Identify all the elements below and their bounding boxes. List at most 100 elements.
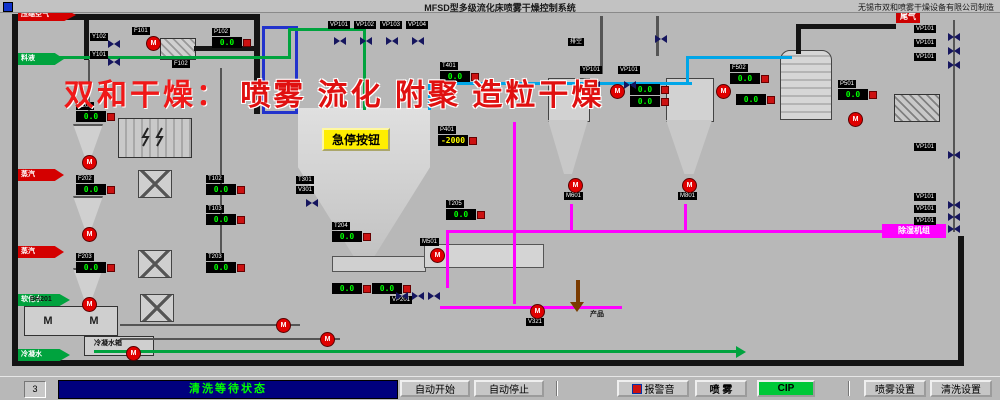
pipe xyxy=(796,28,801,54)
pump-icon[interactable]: M xyxy=(430,248,445,263)
separator xyxy=(556,381,558,396)
valve-icon[interactable] xyxy=(412,32,424,45)
tag-label: V321 xyxy=(526,318,545,326)
emergency-stop-button[interactable]: 急停按钮 xyxy=(322,128,391,151)
product-arrow xyxy=(570,302,584,312)
pump-icon[interactable]: M xyxy=(82,155,97,170)
drain-arrow xyxy=(736,346,746,358)
dehumidifier-unit: 除湿机组 xyxy=(882,224,946,238)
tag-label: VP101 xyxy=(914,25,937,33)
valve-icon[interactable] xyxy=(334,32,346,45)
spray-settings-button[interactable]: 喷雾设置 xyxy=(864,380,926,397)
tag-label: 尾气 xyxy=(896,10,920,23)
tag-label: V301 xyxy=(296,186,315,194)
valve-icon[interactable] xyxy=(624,76,636,89)
valve-icon[interactable] xyxy=(108,53,120,66)
pump-icon[interactable]: M xyxy=(276,318,291,333)
pump-icon[interactable]: M xyxy=(568,178,583,193)
heat-exchanger-3 xyxy=(140,294,174,322)
pipe xyxy=(686,56,689,84)
pipe xyxy=(446,230,946,233)
pump-icon[interactable]: M xyxy=(610,84,625,99)
valve-icon[interactable] xyxy=(360,32,372,45)
valve-icon[interactable] xyxy=(948,220,960,233)
feed-hopper-1 xyxy=(73,124,103,156)
tag-label: 排空 xyxy=(568,38,585,46)
alarm-mute-button[interactable]: 报警音 xyxy=(617,380,689,397)
pipe xyxy=(262,26,298,29)
valve-icon[interactable] xyxy=(412,287,424,300)
pipe xyxy=(16,14,260,20)
tag-label: VP101 xyxy=(914,217,937,225)
valve-icon[interactable] xyxy=(948,56,960,69)
auto-start-button[interactable]: 自动开始 xyxy=(400,380,470,397)
pump-icon[interactable]: M xyxy=(320,332,335,347)
auto-stop-button[interactable]: 自动停止 xyxy=(474,380,544,397)
tag-label: F101 xyxy=(132,27,150,35)
value-display: 0.0 xyxy=(372,283,411,294)
spray-button[interactable]: 喷 雾 xyxy=(695,380,747,397)
feed-hopper-2 xyxy=(73,196,103,228)
valve-icon[interactable] xyxy=(655,30,667,43)
feed-arrow: 冷凝水 xyxy=(18,349,70,361)
tag-label: 冷凝水箱 xyxy=(94,340,122,347)
pipe xyxy=(88,60,90,116)
tag-label: VP101 xyxy=(328,21,351,29)
pump-icon[interactable]: M xyxy=(848,112,863,127)
pipe xyxy=(513,122,516,304)
valve-icon[interactable] xyxy=(108,35,120,48)
pump-icon[interactable]: M xyxy=(682,178,697,193)
value-display: 0.0 xyxy=(630,96,669,107)
alarm-icon xyxy=(631,383,642,394)
value-display: P401-2000 xyxy=(438,126,477,146)
pipe xyxy=(430,82,692,85)
feed-arrow: 料液 xyxy=(18,53,64,65)
valve-icon[interactable] xyxy=(306,194,318,207)
agitator-icon: M xyxy=(43,315,53,327)
pipe xyxy=(428,84,431,110)
pipe xyxy=(958,236,964,364)
tag-label: VP201 xyxy=(390,296,413,304)
valve-icon[interactable] xyxy=(588,76,600,89)
valve-icon[interactable] xyxy=(428,287,440,300)
separator xyxy=(848,381,850,396)
valve-icon[interactable] xyxy=(948,28,960,41)
lightning-icon xyxy=(141,127,164,147)
pipe xyxy=(796,24,896,29)
valve-icon[interactable] xyxy=(948,208,960,221)
app-icon xyxy=(3,2,13,12)
pump-icon[interactable]: M xyxy=(146,36,161,51)
status-bar: 清洗等待状态 xyxy=(58,380,398,399)
pump-icon[interactable]: M xyxy=(82,227,97,242)
control-bar: 3 清洗等待状态 自动开始 自动停止 报警音 喷 雾 CIP 喷雾设置 清洗设置 xyxy=(0,376,1000,400)
valve-icon[interactable] xyxy=(948,196,960,209)
cip-button[interactable]: CIP xyxy=(757,380,815,397)
tag-label: VP101 xyxy=(914,143,937,151)
page-indicator[interactable]: 3 xyxy=(24,381,46,398)
valve-icon[interactable] xyxy=(396,287,408,300)
pipe xyxy=(194,46,256,51)
pipe xyxy=(688,56,792,59)
valve-icon[interactable] xyxy=(386,32,398,45)
valve-icon[interactable] xyxy=(948,146,960,159)
pump-icon[interactable]: M xyxy=(126,346,141,361)
value-display: 0.0 xyxy=(630,84,669,95)
tag-label: BH201 xyxy=(30,296,52,303)
pump-icon[interactable]: M xyxy=(716,84,731,99)
pump-icon[interactable]: M xyxy=(530,304,545,319)
clean-settings-button[interactable]: 清洗设置 xyxy=(930,380,992,397)
valve-icon[interactable] xyxy=(948,42,960,55)
pipe xyxy=(220,68,222,258)
agitator-icon: M xyxy=(89,315,99,327)
pipe xyxy=(120,338,340,340)
pump-icon[interactable]: M xyxy=(82,297,97,312)
tag-label: VP101 xyxy=(914,39,937,47)
